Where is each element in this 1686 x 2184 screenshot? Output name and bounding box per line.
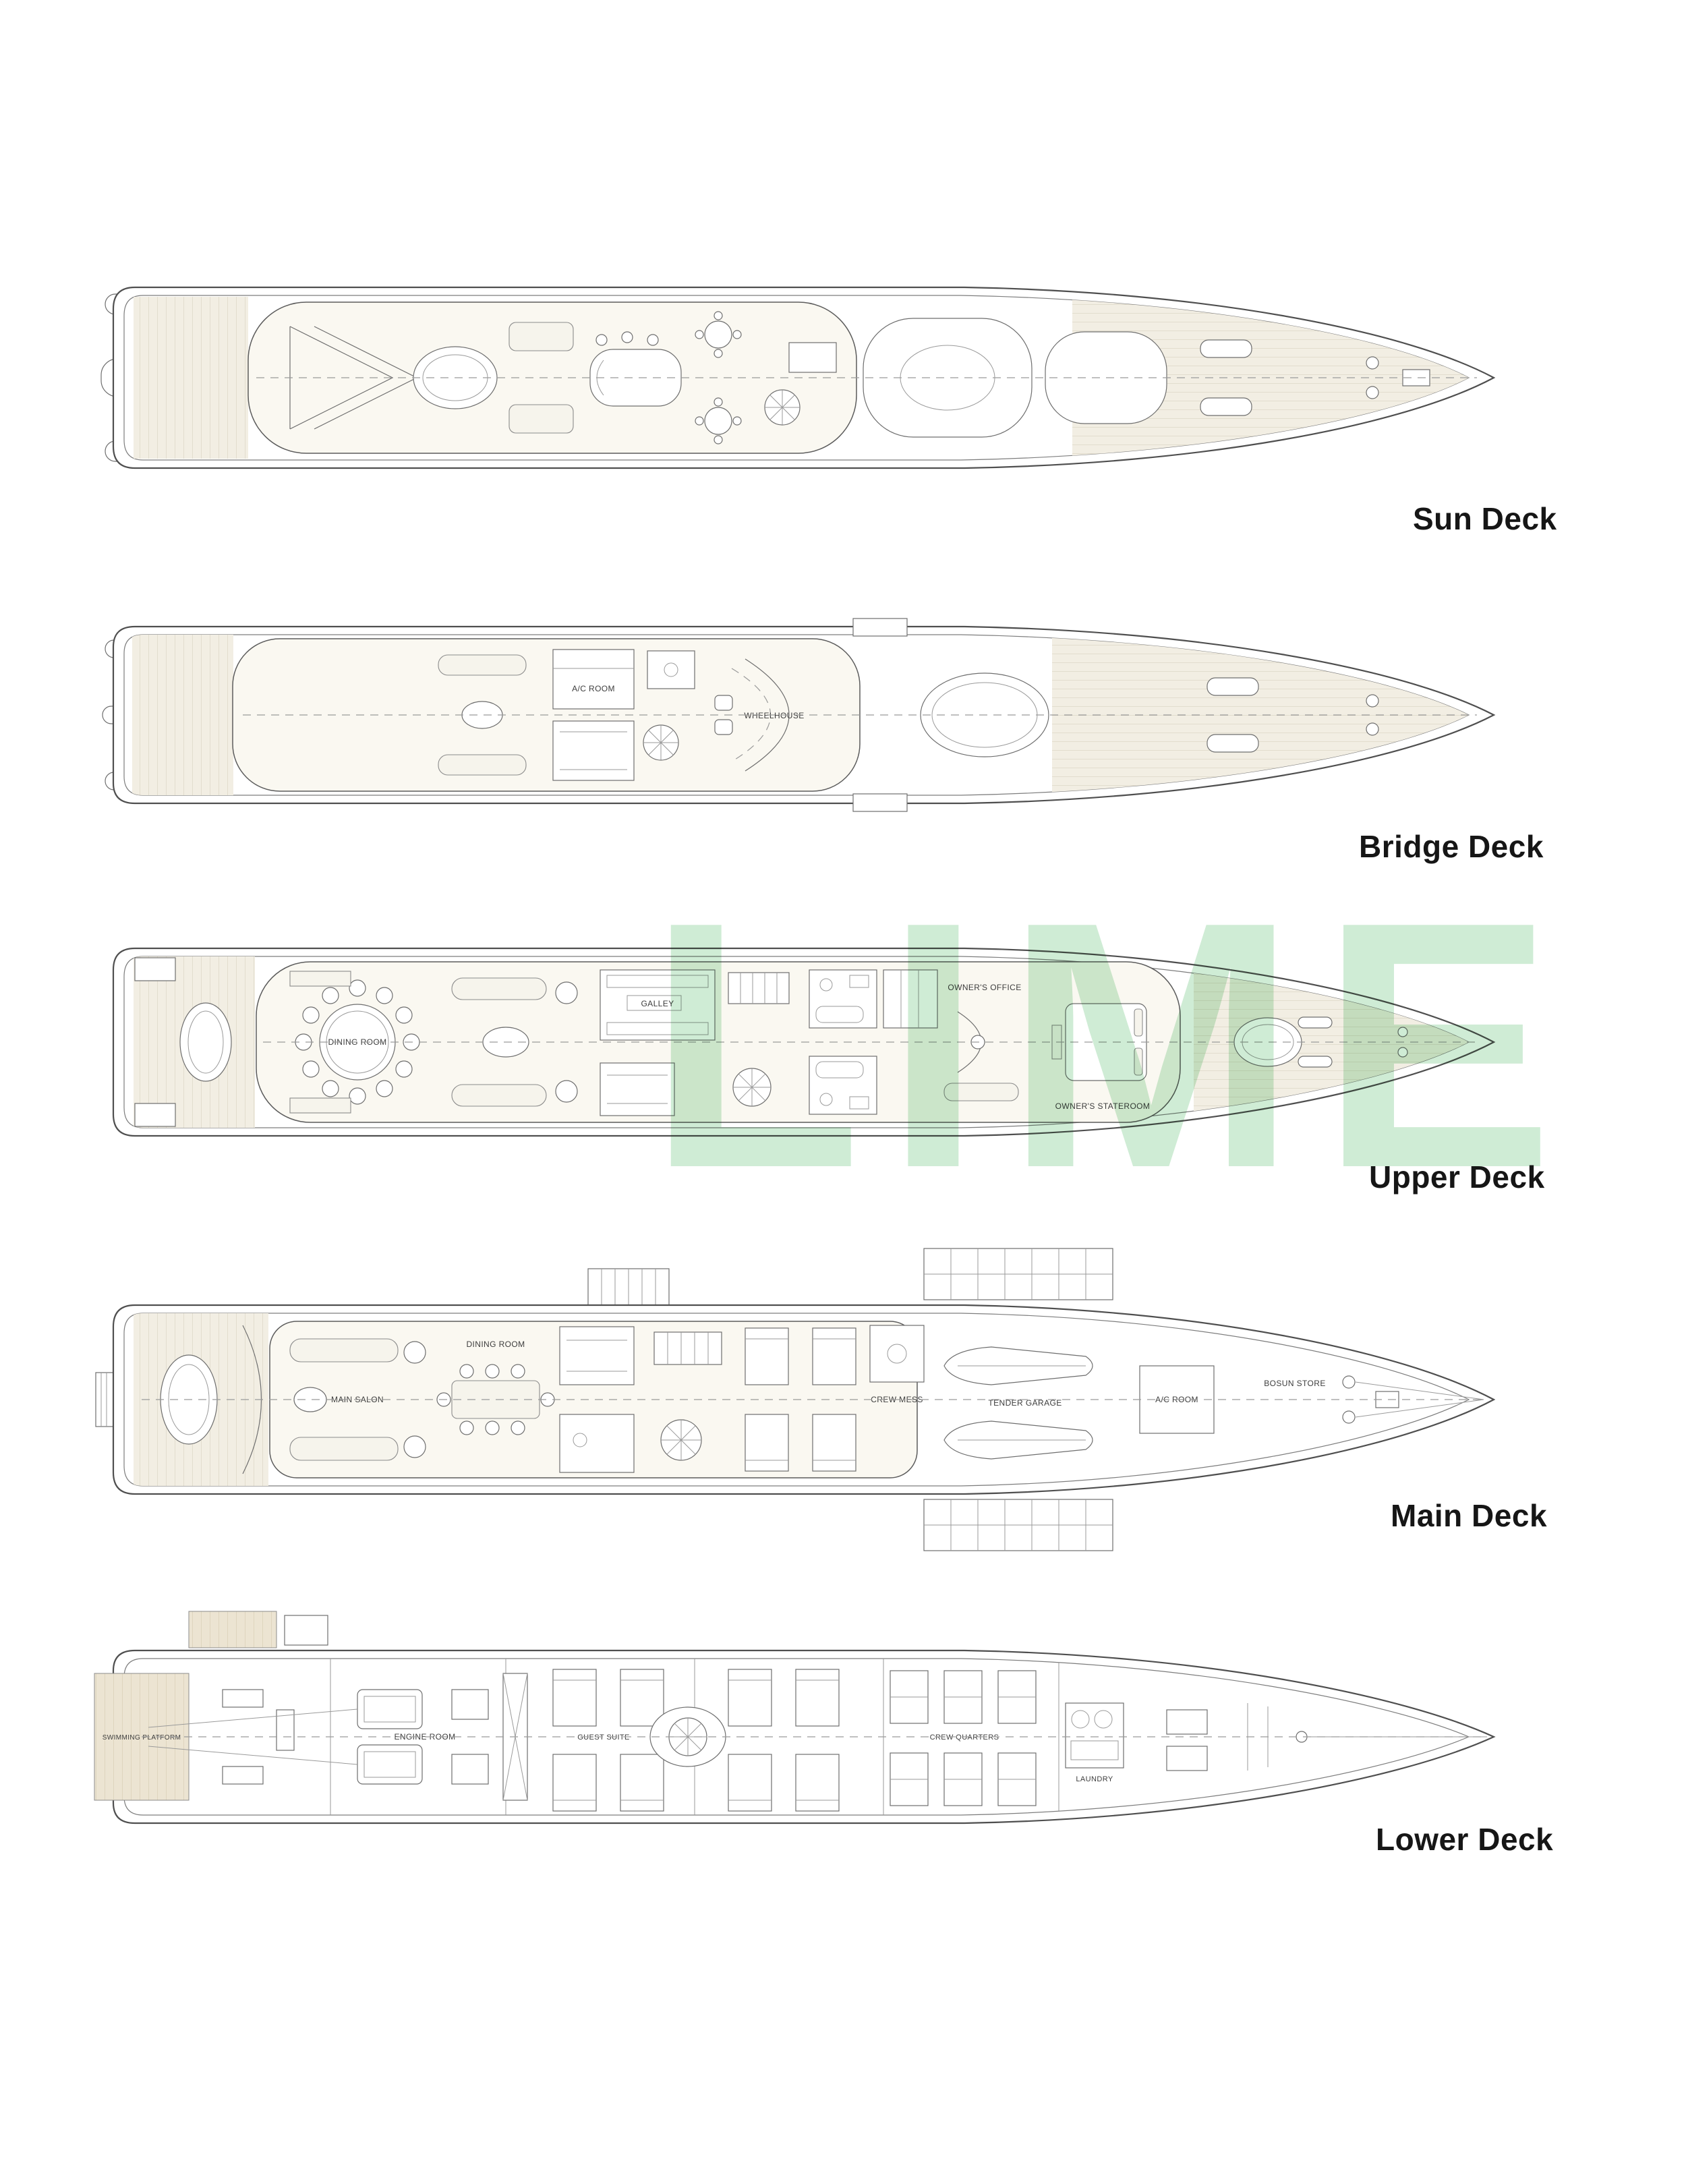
room-label-swimming-platform: SWIMMING PLATFORM bbox=[103, 1734, 181, 1742]
cocktail-table bbox=[695, 311, 742, 358]
main-salon: MAIN SALON bbox=[289, 1338, 426, 1461]
pantry bbox=[559, 1326, 635, 1385]
pantry bbox=[552, 720, 635, 781]
sky-lounge-sofas bbox=[438, 654, 527, 776]
stairs bbox=[728, 972, 790, 1004]
sun-pad bbox=[508, 322, 574, 351]
spiral-stair-icon bbox=[732, 1068, 772, 1107]
main-deck-plan: MAIN SALON DINING ROOM bbox=[95, 1248, 1496, 1551]
owners-office: OWNER'S OFFICE bbox=[943, 983, 1021, 1101]
lower-deck-plan: SWIMMING PLATFORM ENGINE ROOM bbox=[94, 1611, 1496, 1824]
cocktail-table bbox=[695, 397, 742, 444]
hatch-platform bbox=[188, 1611, 328, 1648]
equipment-box bbox=[788, 342, 837, 373]
beach-club bbox=[222, 1689, 295, 1785]
bow-stores bbox=[1166, 1703, 1487, 1771]
room-label-galley: GALLEY bbox=[641, 999, 674, 1008]
spiral-stair-icon bbox=[764, 389, 801, 426]
sideboard bbox=[289, 971, 351, 987]
bow-seat bbox=[1200, 339, 1252, 358]
sun-deck-plan bbox=[100, 286, 1496, 469]
hers-bathroom bbox=[809, 1056, 877, 1115]
aft-settee bbox=[179, 1002, 232, 1082]
bow-seat bbox=[1200, 397, 1252, 416]
hull-inner-line bbox=[123, 1658, 1470, 1816]
room-label-guest-suite: GUEST SUITE bbox=[577, 1733, 630, 1742]
fold-out-platform-top bbox=[923, 1248, 1113, 1300]
guest-cabins bbox=[745, 1327, 856, 1472]
upper-deck-plan: DINING ROOM GALLEY bbox=[112, 947, 1496, 1137]
spiral-stair-icon bbox=[660, 1419, 702, 1461]
deck-label-main: Main Deck bbox=[1391, 1498, 1548, 1533]
room-label-engine-room: ENGINE ROOM bbox=[394, 1732, 455, 1742]
bar-counter bbox=[589, 331, 682, 407]
day-head bbox=[559, 1414, 635, 1473]
engine-room: ENGINE ROOM bbox=[148, 1689, 489, 1785]
room-label-owners-stateroom: OWNER'S STATEROOM bbox=[1055, 1101, 1151, 1111]
crew-quarters: CREW QUARTERS bbox=[890, 1670, 1037, 1806]
stern-swim-platform bbox=[95, 1372, 114, 1427]
galley: GALLEY bbox=[600, 969, 716, 1041]
bridge-wings bbox=[852, 618, 908, 812]
room-label-dining-room: DINING ROOM bbox=[466, 1340, 525, 1349]
crew-mess: CREW MESS bbox=[869, 1325, 925, 1404]
ac-room: A/C ROOM bbox=[552, 649, 635, 710]
aft-stair bbox=[134, 1103, 176, 1127]
room-label-owners-office: OWNER'S OFFICE bbox=[948, 983, 1021, 992]
guest-cabins: GUEST SUITE bbox=[552, 1669, 664, 1812]
deck-label-sun: Sun Deck bbox=[1413, 501, 1557, 536]
spiral-stair-icon bbox=[643, 724, 679, 761]
dining-table: DINING ROOM bbox=[295, 979, 420, 1105]
fold-out-platform-bottom bbox=[923, 1499, 1113, 1551]
anchor-windlass bbox=[1397, 1027, 1408, 1058]
bridge-deck-plan: A/C ROOM WHEELHOUSE bbox=[102, 618, 1496, 812]
pantry bbox=[600, 1062, 675, 1116]
room-label-tender-garage: TENDER GARAGE bbox=[988, 1398, 1062, 1408]
hull-inner-line bbox=[123, 1313, 1470, 1487]
deck-label-upper: Upper Deck bbox=[1369, 1159, 1545, 1195]
bow-seat bbox=[1207, 734, 1259, 753]
bow-seat bbox=[1298, 1016, 1333, 1029]
deck-label-lower: Lower Deck bbox=[1376, 1822, 1554, 1857]
sun-pad bbox=[508, 404, 574, 434]
room-label-crew-quarters: CREW QUARTERS bbox=[930, 1733, 999, 1742]
aft-stair bbox=[134, 957, 176, 981]
deck-label-bridge: Bridge Deck bbox=[1359, 829, 1544, 864]
vip-cabins bbox=[728, 1669, 840, 1812]
room-label-wheelhouse: WHEELHOUSE bbox=[744, 711, 804, 720]
room-label-dining-room: DINING ROOM bbox=[328, 1037, 386, 1047]
salon-sofas bbox=[451, 977, 578, 1107]
deck-stair-box bbox=[587, 1268, 670, 1306]
bow-seat bbox=[1207, 677, 1259, 696]
room-label-laundry: LAUNDRY bbox=[1076, 1775, 1113, 1783]
tender-garage: TENDER GARAGE bbox=[943, 1346, 1093, 1460]
dining-area: DINING ROOM bbox=[436, 1340, 555, 1435]
bow-seat bbox=[1298, 1056, 1333, 1068]
anchor-windlass bbox=[1366, 694, 1379, 736]
anchor-windlass bbox=[1366, 356, 1430, 399]
foyer-stairs bbox=[653, 1331, 722, 1365]
laundry: LAUNDRY bbox=[1065, 1702, 1124, 1783]
sideboard bbox=[289, 1097, 351, 1114]
his-bathroom bbox=[809, 969, 877, 1029]
wardrobe bbox=[883, 969, 938, 1029]
forward-lounge-pod bbox=[863, 318, 1033, 438]
room-label-bosun-store: BOSUN STORE bbox=[1264, 1379, 1326, 1388]
day-head bbox=[647, 650, 695, 689]
room-label-ac-room: A/C ROOM bbox=[572, 684, 615, 693]
